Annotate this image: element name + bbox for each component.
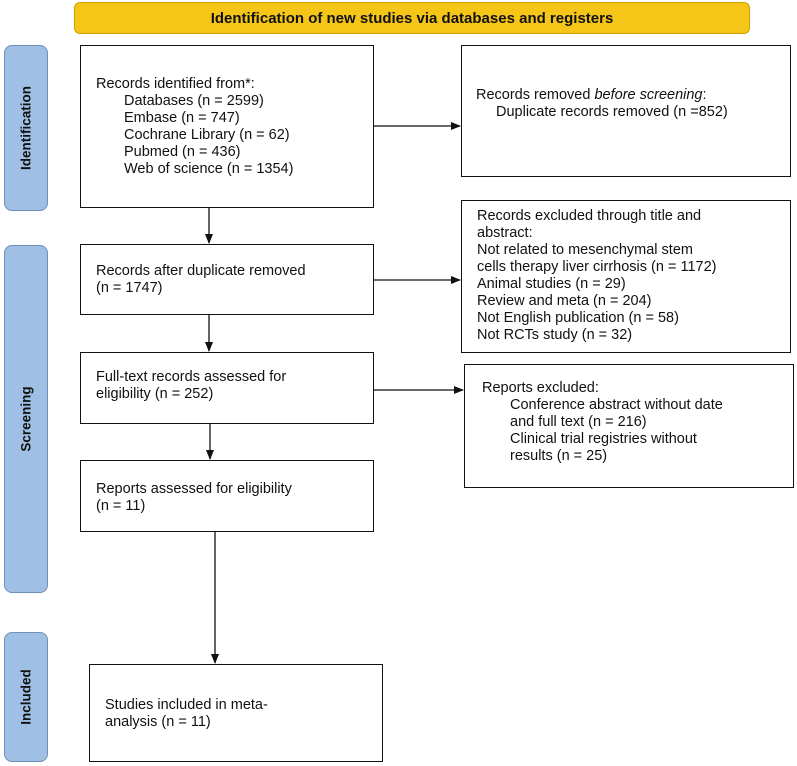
records-excluded-line: Review and meta (n = 204) [477, 293, 652, 309]
records-excluded-line: abstract: [477, 225, 533, 241]
reports-assessed-box: Reports assessed for eligibility (n = 11… [80, 460, 374, 532]
records-identified-line: Web of science (n = 1354) [124, 161, 294, 177]
records-excluded-line: Animal studies (n = 29) [477, 276, 626, 292]
reports-excluded-line: Conference abstract without date [510, 397, 723, 413]
records-removed-title-suffix: : [702, 87, 707, 103]
reports-excluded-line: Clinical trial registries without [510, 431, 697, 447]
reports-excluded-title: Reports excluded: [482, 380, 599, 396]
studies-included-box: Studies included in meta- analysis (n = … [89, 664, 383, 762]
fulltext-records-box: Full-text records assessed for eligibili… [80, 352, 374, 424]
records-identified-line: Cochrane Library (n = 62) [124, 127, 290, 143]
records-identified-box: Records identified from*: Databases (n =… [80, 45, 374, 208]
studies-included-line2: analysis (n = 11) [105, 714, 211, 730]
phase-screening: Screening [4, 245, 48, 593]
records-identified-line: Databases (n = 2599) [124, 93, 264, 109]
studies-included-line1: Studies included in meta- [105, 697, 268, 713]
records-excluded-line: Not English publication (n = 58) [477, 310, 679, 326]
phase-identification: Identification [4, 45, 48, 211]
header-title: Identification of new studies via databa… [210, 9, 614, 27]
reports-assessed-line2: (n = 11) [96, 498, 146, 514]
records-identified-line: Pubmed (n = 436) [124, 144, 241, 160]
records-excluded-line: Records excluded through title and [477, 208, 702, 224]
reports-assessed-line1: Reports assessed for eligibility [96, 481, 292, 497]
records-excluded-line: Not RCTs study (n = 32) [477, 327, 633, 343]
fulltext-records-line1: Full-text records assessed for [96, 369, 287, 385]
reports-excluded-box: Reports excluded: Conference abstract wi… [464, 364, 794, 488]
records-removed-box: Records removed before screening: Duplic… [461, 45, 791, 177]
header-banner: Identification of new studies via databa… [74, 2, 750, 34]
reports-excluded-line: and full text (n = 216) [510, 414, 647, 430]
records-after-duplicates-line1: Records after duplicate removed [96, 263, 306, 279]
duplicate-records-removed: Duplicate records removed (n =852) [496, 104, 728, 120]
records-removed-title-emphasis: before screening [594, 87, 703, 103]
records-excluded-line: Not related to mesenchymal stem [477, 242, 693, 258]
records-after-duplicates-line2: (n = 1747) [96, 280, 163, 296]
fulltext-records-line2: eligibility (n = 252) [96, 386, 214, 402]
records-excluded-box: Records excluded through title and abstr… [461, 200, 791, 353]
phase-included: Included [4, 632, 48, 762]
records-removed-title: Records removed before screening: [476, 87, 790, 104]
records-identified-title: Records identified from*: [96, 76, 255, 92]
records-excluded-line: cells therapy liver cirrhosis (n = 1172) [477, 259, 717, 275]
records-removed-title-prefix: Records removed [476, 87, 595, 103]
records-identified-line: Embase (n = 747) [124, 110, 240, 126]
reports-excluded-line: results (n = 25) [510, 448, 608, 464]
records-after-duplicates-box: Records after duplicate removed (n = 174… [80, 244, 374, 315]
